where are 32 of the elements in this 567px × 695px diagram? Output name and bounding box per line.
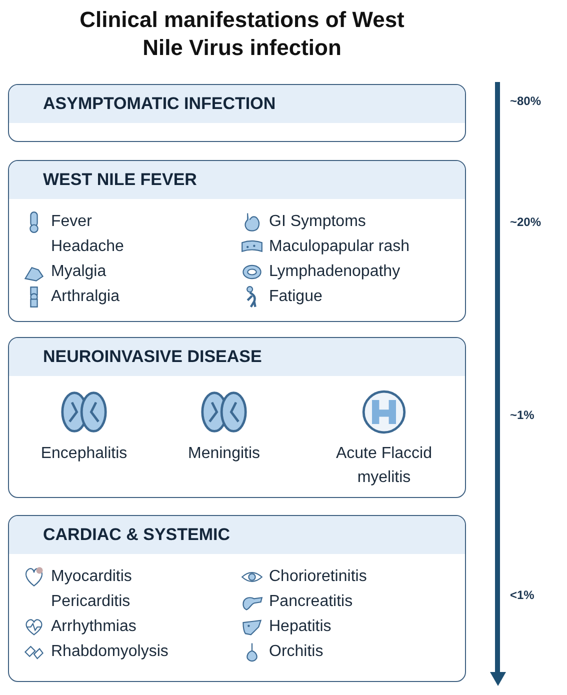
category-panel bbox=[8, 84, 466, 142]
symptom-label: Chorioretinitis bbox=[269, 568, 367, 586]
symptom-label: Meningitis bbox=[186, 444, 262, 464]
symptom-label: Arrhythmias bbox=[51, 618, 136, 636]
symptom-label: Myalgia bbox=[51, 263, 106, 281]
category-panel bbox=[8, 160, 466, 322]
category-panel bbox=[8, 337, 466, 498]
panel-heading: NEUROINVASIVE DISEASE bbox=[43, 347, 262, 367]
symptom-label: Fever bbox=[51, 213, 92, 231]
symptom-label: Lymphadenopathy bbox=[269, 263, 400, 281]
percentage-label: <1% bbox=[510, 588, 534, 602]
percentage-label: ~20% bbox=[510, 215, 542, 229]
percentage-label: ~80% bbox=[510, 94, 542, 108]
category-panel bbox=[8, 515, 466, 682]
symptom-label: Acute Flaccid myelitis bbox=[334, 444, 434, 488]
symptom-label: Pericarditis bbox=[51, 593, 130, 611]
symptom-label: Maculopapular rash bbox=[269, 238, 410, 256]
symptom-label: Hepatitis bbox=[269, 618, 332, 636]
symptom-label: Orchitis bbox=[269, 643, 324, 661]
symptom-label: Arthralgia bbox=[51, 288, 120, 306]
panel-heading: WEST NILE FEVER bbox=[43, 170, 197, 190]
percentage-label: ~1% bbox=[510, 408, 534, 422]
symptom-label: Encephalitis bbox=[40, 444, 128, 464]
diagram-title: Clinical manifestations of West Nile Virus infection bbox=[78, 6, 406, 62]
symptom-label: Rhabdomyolysis bbox=[51, 643, 168, 661]
symptom-label: Headache bbox=[51, 238, 124, 256]
symptom-label: Myocarditis bbox=[51, 568, 132, 586]
panel-heading: ASYMPTOMATIC INFECTION bbox=[43, 94, 276, 114]
symptom-label: Fatigue bbox=[269, 288, 322, 306]
panel-heading: CARDIAC & SYSTEMIC bbox=[43, 525, 230, 545]
symptom-label: GI Symptoms bbox=[269, 213, 366, 231]
symptom-label: Pancreatitis bbox=[269, 593, 353, 611]
